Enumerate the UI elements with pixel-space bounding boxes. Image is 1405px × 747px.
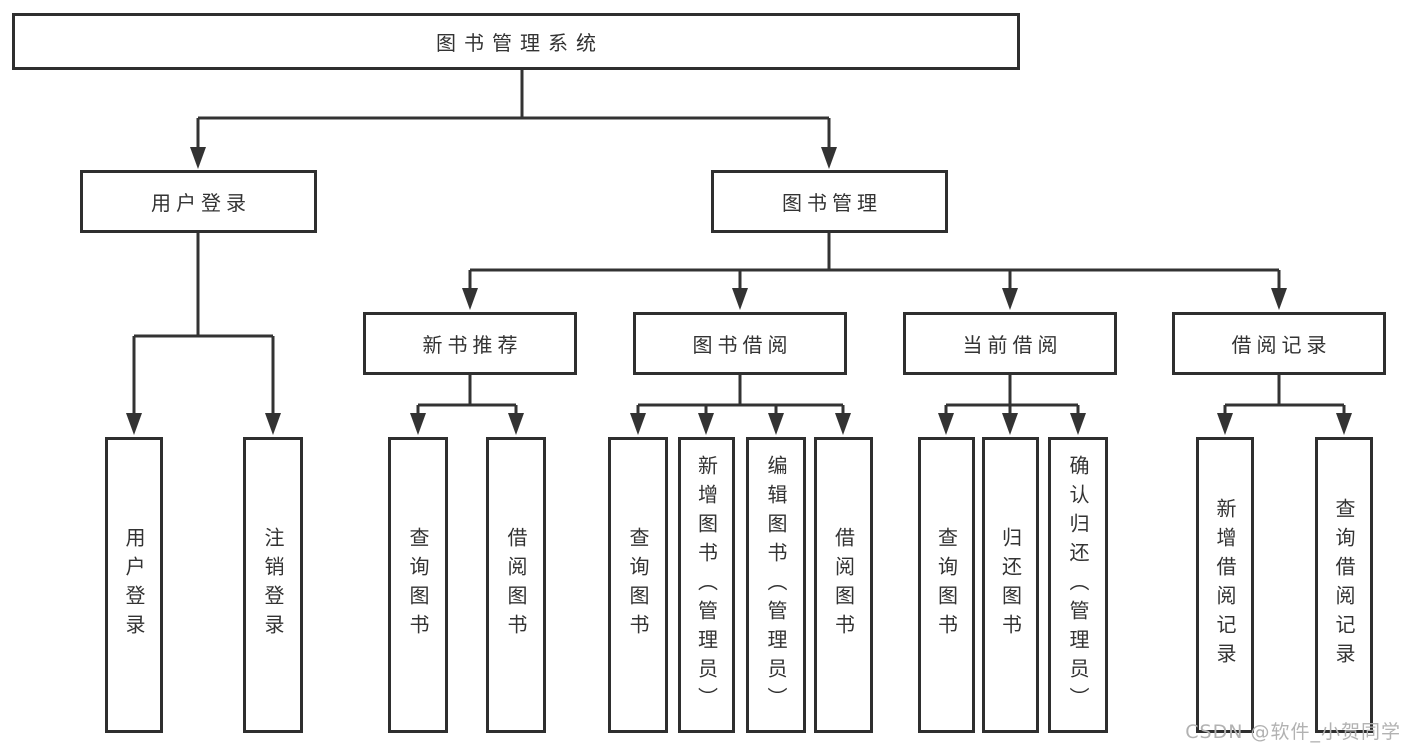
leaf-borrowing-add-books-admin: 新增图书（管理员） — [678, 437, 735, 733]
leaf-label: 借阅图书 — [831, 527, 856, 643]
connector-user-login-children — [126, 233, 281, 435]
leaf-records-query-record: 查询借阅记录 — [1315, 437, 1373, 733]
leaf-records-add-record: 新增借阅记录 — [1196, 437, 1254, 733]
leaf-logout: 注销登录 — [243, 437, 303, 733]
leaf-recommend-query-books: 查询图书 — [388, 437, 448, 733]
leaf-current-return-books: 归还图书 — [982, 437, 1039, 733]
leaf-label: 查询图书 — [406, 527, 430, 643]
leaf-label: 查询图书 — [934, 527, 959, 643]
leaf-label: 编辑图书（管理员） — [764, 454, 788, 716]
leaf-user-login: 用户登录 — [105, 437, 163, 733]
leaf-label: 确认归还（管理员） — [1066, 454, 1090, 716]
leaf-label: 归还图书 — [998, 527, 1023, 643]
leaf-current-query-books: 查询图书 — [918, 437, 975, 733]
connector-new-book-recommendation-children — [410, 375, 524, 435]
leaf-label: 用户登录 — [122, 527, 146, 643]
connector-borrowing-records-children — [1217, 375, 1352, 435]
leaf-current-confirm-return-admin: 确认归还（管理员） — [1048, 437, 1108, 733]
node-user-login: 用户登录 — [80, 170, 317, 233]
node-borrowing-records: 借阅记录 — [1172, 312, 1386, 375]
node-book-management: 图书管理 — [711, 170, 948, 233]
node-new-book-recommendation: 新书推荐 — [363, 312, 577, 375]
node-current-borrowing: 当前借阅 — [903, 312, 1117, 375]
node-system-root: 图书管理系统 — [12, 13, 1020, 70]
leaf-label: 新增借阅记录 — [1213, 498, 1237, 672]
leaf-borrowing-edit-books-admin: 编辑图书（管理员） — [746, 437, 806, 733]
leaf-borrowing-borrow-books: 借阅图书 — [814, 437, 873, 733]
connector-current-borrowing-children — [938, 375, 1086, 435]
connector-book-borrowing-children — [630, 375, 851, 435]
leaf-label: 注销登录 — [261, 527, 285, 643]
leaf-recommend-borrow-books: 借阅图书 — [486, 437, 546, 733]
csdn-watermark: CSDN @软件_小贺同学 — [1185, 721, 1401, 743]
connector-root-to-level2 — [190, 70, 837, 169]
leaf-label: 查询图书 — [626, 527, 650, 643]
leaf-label: 查询借阅记录 — [1332, 498, 1356, 672]
leaf-label: 新增图书（管理员） — [694, 454, 719, 716]
leaf-label: 借阅图书 — [504, 527, 528, 643]
connector-book-management-children — [462, 233, 1287, 310]
leaf-borrowing-query-books: 查询图书 — [608, 437, 668, 733]
node-book-borrowing: 图书借阅 — [633, 312, 847, 375]
